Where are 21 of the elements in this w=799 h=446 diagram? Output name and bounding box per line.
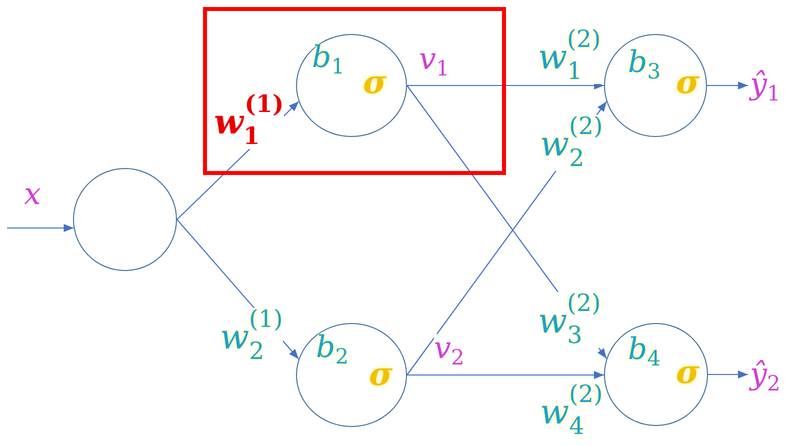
highlight-frame — [203, 7, 506, 175]
output-label: ŷ$_{1}$ — [750, 70, 780, 104]
output-label: ŷ$_{2}$ — [750, 360, 780, 394]
activation-label: σ — [676, 66, 700, 98]
activation-label: σ — [676, 356, 700, 388]
neuron-circle — [296, 34, 407, 137]
bias-label: b$_{2}$ — [316, 333, 349, 368]
arrow — [7, 224, 74, 232]
bias-label: b$_{1}$ — [312, 43, 345, 78]
arrow — [407, 82, 604, 90]
arrow — [708, 370, 748, 378]
arrow — [407, 371, 604, 379]
neuron-circle — [296, 323, 407, 427]
bias-label: b$_{4}$ — [628, 335, 661, 370]
input-neuron-circle — [73, 168, 177, 271]
arrow — [707, 82, 748, 90]
neuron-circle — [604, 34, 707, 137]
activation-label: σ — [363, 66, 387, 98]
bias-label: b$_{3}$ — [628, 48, 661, 82]
neuron-circle — [604, 323, 708, 426]
activation-label: σ — [369, 358, 393, 390]
